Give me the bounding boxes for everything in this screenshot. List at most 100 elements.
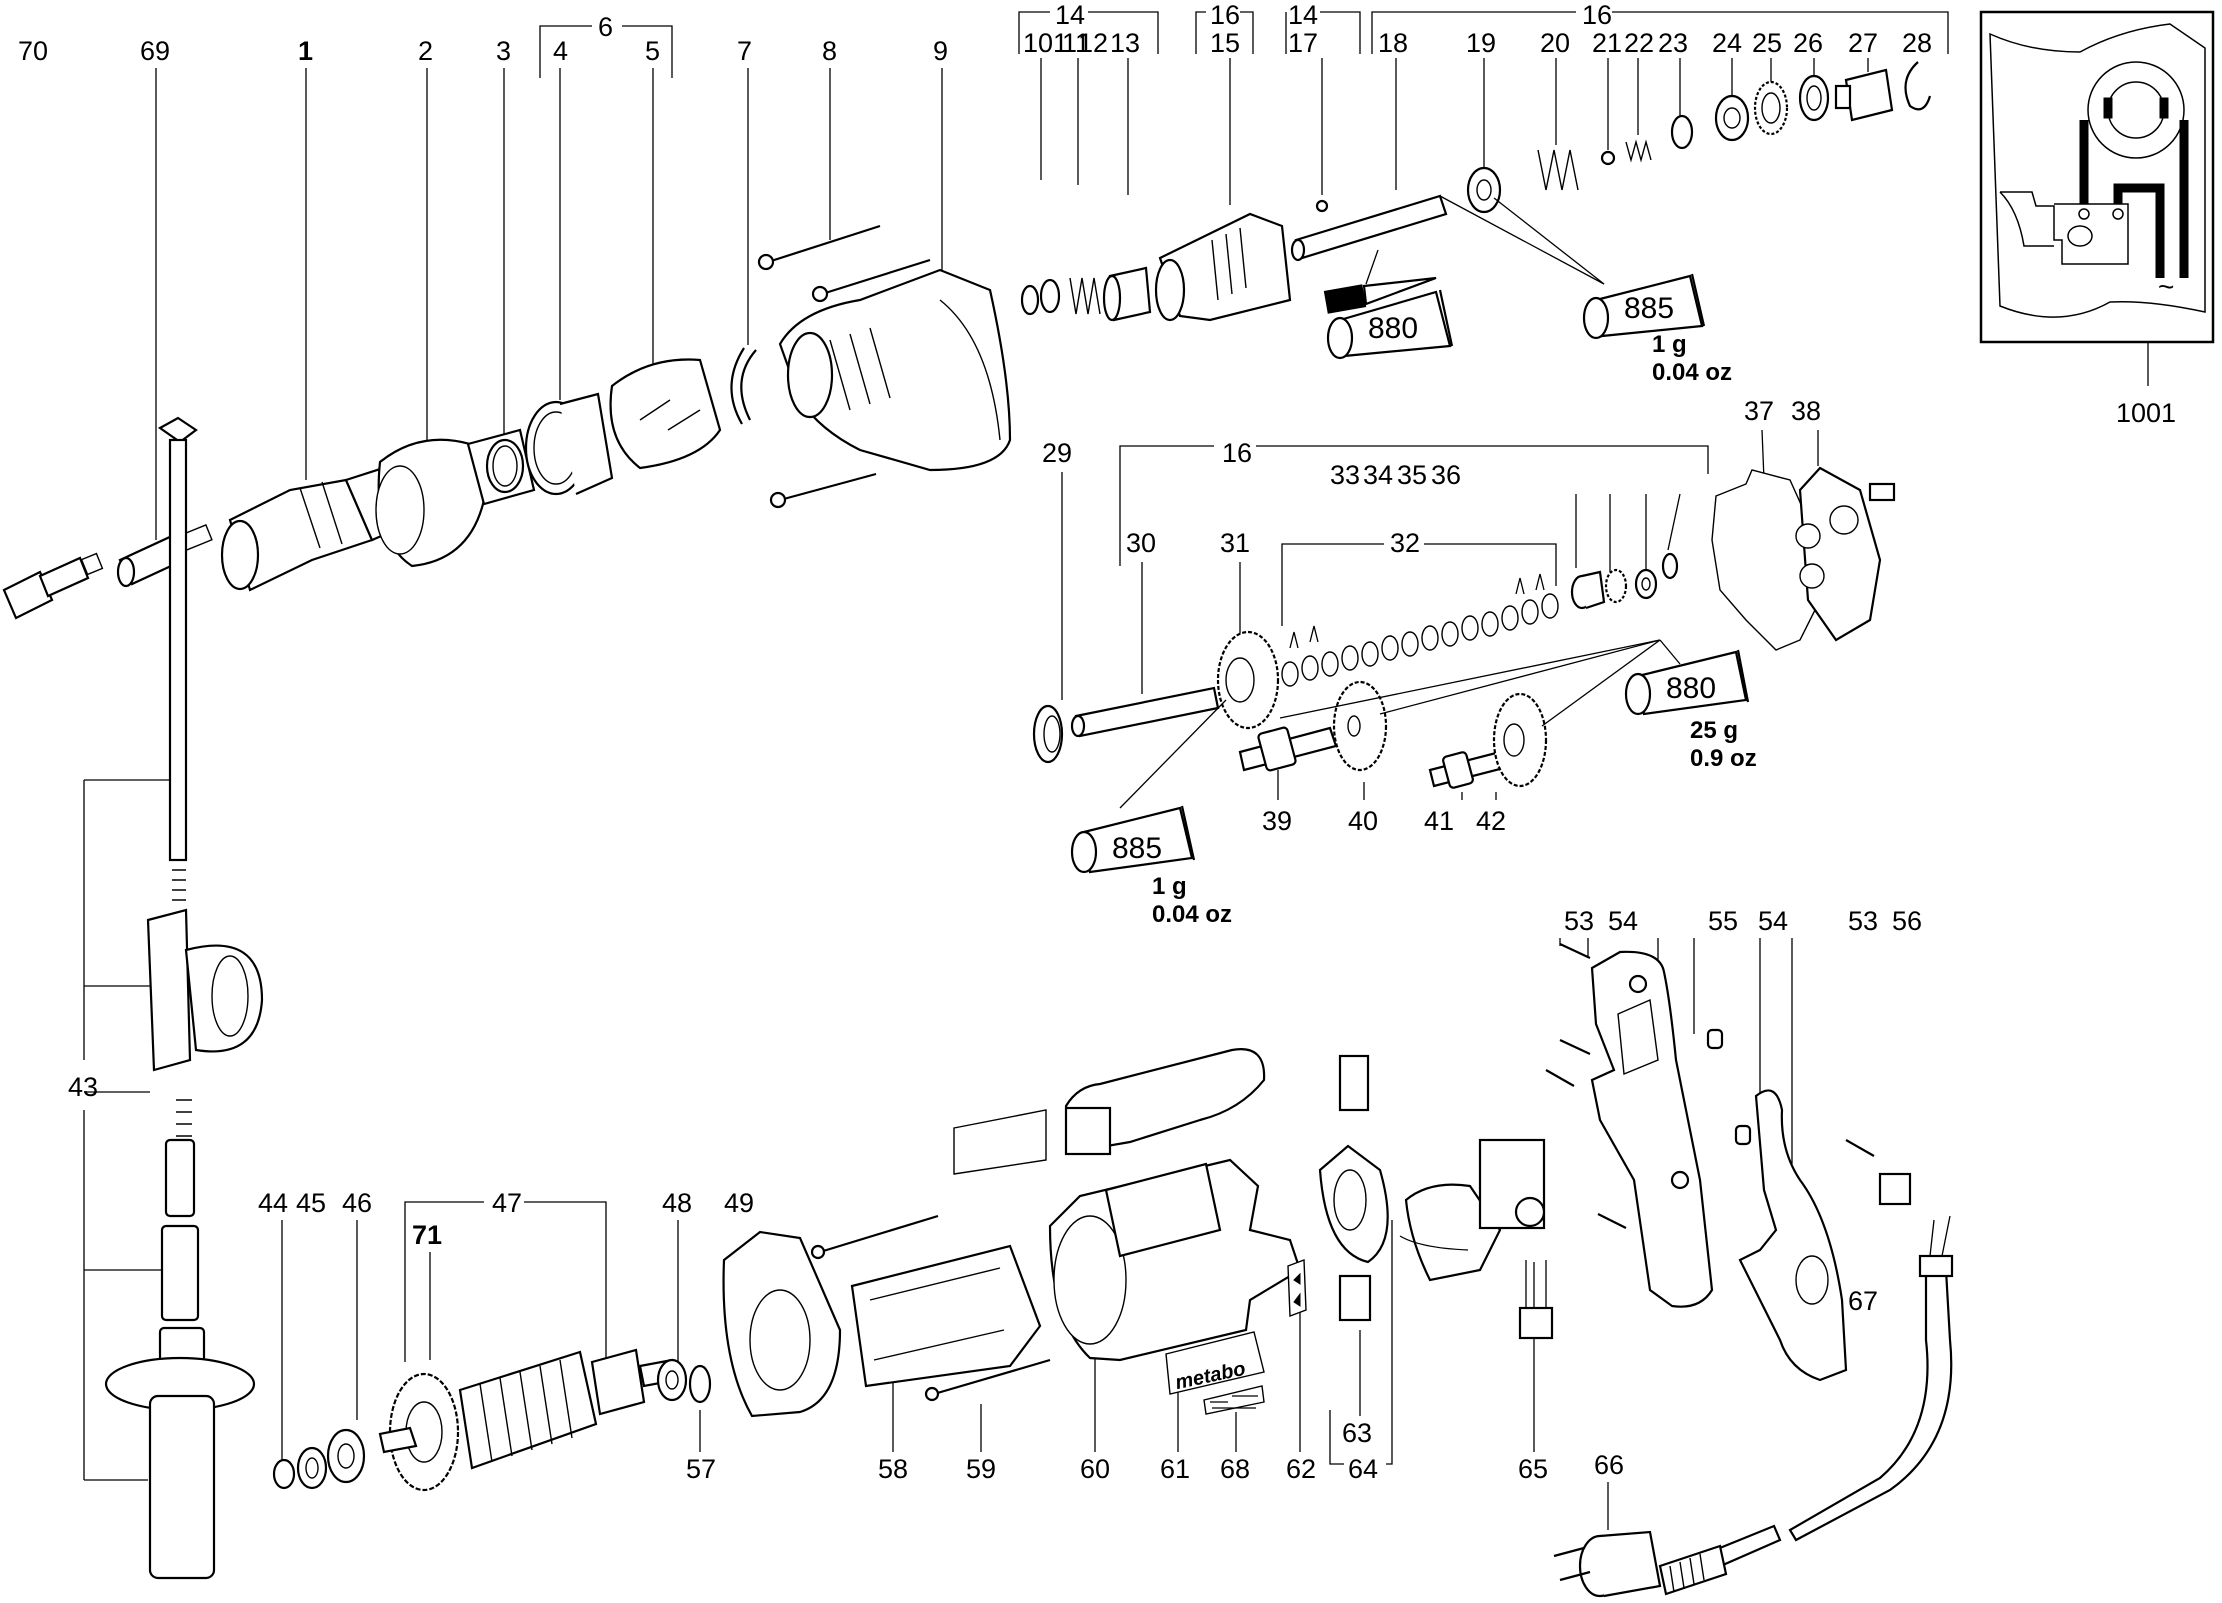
label-19: 19 [1466, 28, 1496, 58]
bracket-6-right [622, 25, 673, 78]
label-71: 71 [412, 1220, 442, 1250]
grease-tube-880-mid-qty-g: 25 g [1690, 717, 1738, 744]
bracket-16a-right [1240, 11, 1254, 54]
part-36-ring [1661, 552, 1679, 580]
label-54-left: 54 [1608, 906, 1638, 936]
label-20: 20 [1540, 28, 1570, 58]
grease-tube-880-mid-label: 880 [1666, 672, 1716, 705]
part-29-bearing [1032, 704, 1064, 764]
part-31-gear [1216, 630, 1280, 730]
label-16-group-a: 16 [1210, 0, 1240, 30]
label-44: 44 [258, 1188, 288, 1218]
label-25: 25 [1752, 28, 1782, 58]
label-48: 48 [662, 1188, 692, 1218]
part-69-bit-sleeve [116, 524, 213, 588]
label-16-group-b: 16 [1582, 0, 1612, 30]
part-27-clutch [1834, 68, 1894, 122]
grease-brush [1323, 249, 1437, 314]
bracket-16b-right [1612, 11, 1949, 54]
label-67: 67 [1848, 1286, 1878, 1316]
label-16-group-c: 16 [1222, 438, 1252, 468]
part-28-circlip [1904, 61, 1932, 111]
label-12: 12 [1078, 28, 1108, 58]
part-3-snap-ring [485, 438, 525, 494]
label-36: 36 [1431, 460, 1461, 490]
bracket-14b-right [1320, 11, 1361, 54]
label-29: 29 [1042, 438, 1072, 468]
part-15-spindle-housing [1154, 212, 1292, 322]
part-58-stator [810, 1214, 1042, 1388]
grease-tube-885-mid-qty-g: 1 g [1152, 873, 1187, 900]
part-49-fan-baffle [722, 1230, 842, 1418]
armature-row-labels: 44 45 46 47 71 48 49 57 58 59 60 61 68 6… [258, 1188, 1878, 1484]
label-7: 7 [737, 36, 752, 66]
part-18-spindle [1290, 194, 1448, 262]
side-handle-labels: 43 [68, 779, 170, 1481]
label-15: 15 [1210, 28, 1240, 58]
part-53-screws-left [1545, 943, 1627, 1229]
label-32: 32 [1390, 528, 1420, 558]
label-47: 47 [492, 1188, 522, 1218]
part-26-washer [1798, 74, 1830, 122]
part-65-capacitor [1518, 1260, 1554, 1340]
label-60: 60 [1080, 1454, 1110, 1484]
label-70: 70 [18, 36, 48, 66]
label-64: 64 [1348, 1454, 1378, 1484]
bracket-14a-right [1088, 11, 1159, 54]
label-66: 66 [1594, 1450, 1624, 1480]
part-57-o-ring [688, 1364, 712, 1404]
label-42: 42 [1476, 806, 1506, 836]
label-38: 38 [1791, 396, 1821, 426]
part-7-retaining-ring [730, 347, 757, 425]
part-42-gear [1492, 692, 1548, 788]
part-44-ring [272, 1458, 296, 1490]
part-41-pinion [1428, 750, 1506, 789]
label-14-group-b: 14 [1288, 0, 1318, 30]
part-50-label-plate [953, 1109, 1047, 1175]
label-69: 69 [140, 36, 170, 66]
part-63-brush-holder [1338, 1054, 1372, 1322]
label-9: 9 [933, 36, 948, 66]
part-22-spring [1625, 139, 1652, 163]
part-67-power-cord [1658, 1215, 1954, 1596]
label-4: 4 [553, 36, 568, 66]
part-33-bushing [1570, 570, 1606, 610]
label-18: 18 [1378, 28, 1408, 58]
label-1: 1 [298, 36, 313, 66]
label-2: 2 [418, 36, 433, 66]
part-38-bearing-flange [1795, 466, 1896, 642]
label-35: 35 [1397, 460, 1427, 490]
label-58: 58 [878, 1454, 908, 1484]
middle-leader-lines [1061, 429, 1819, 800]
grease-tube-885-top-qty-g: 1 g [1652, 331, 1687, 358]
part-8-screws [757, 224, 931, 509]
label-55: 55 [1708, 906, 1738, 936]
label-1001: 1001 [2116, 398, 2176, 428]
part-19-bearing [1466, 166, 1502, 214]
label-6: 6 [598, 12, 613, 42]
part-53-screw-right [1845, 1139, 1875, 1157]
grease-tube-885-mid-qty-oz: 0.04 oz [1152, 901, 1232, 928]
label-101: 101 [1023, 28, 1068, 58]
part-20-spring [1537, 149, 1579, 191]
part-9-gear-housing [778, 268, 1012, 472]
grease-tube-880-mid: 880 25 g 0.9 oz [1279, 639, 1757, 772]
label-23: 23 [1658, 28, 1688, 58]
part-5-sleeve [609, 358, 722, 470]
grease-tube-885-mid-label: 885 [1112, 832, 1162, 865]
part-70-bit-holder [2, 552, 104, 620]
part-39-pinion [1238, 726, 1338, 772]
bracket-14a-left [1018, 11, 1050, 54]
bracket-16a-left [1195, 11, 1206, 54]
label-65: 65 [1518, 1454, 1548, 1484]
part-17-ball [1315, 199, 1329, 213]
label-22: 22 [1624, 28, 1654, 58]
label-28: 28 [1902, 28, 1932, 58]
label-41: 41 [1424, 806, 1454, 836]
grease-tube-880-top: 880 [1326, 289, 1454, 360]
part-101-ring [1020, 284, 1040, 316]
part-30-shaft [1070, 686, 1220, 738]
part-54-left-handle-half [1590, 950, 1714, 1308]
part-32-disc-stack [1281, 573, 1559, 687]
part-52-switch [1399, 1138, 1546, 1282]
